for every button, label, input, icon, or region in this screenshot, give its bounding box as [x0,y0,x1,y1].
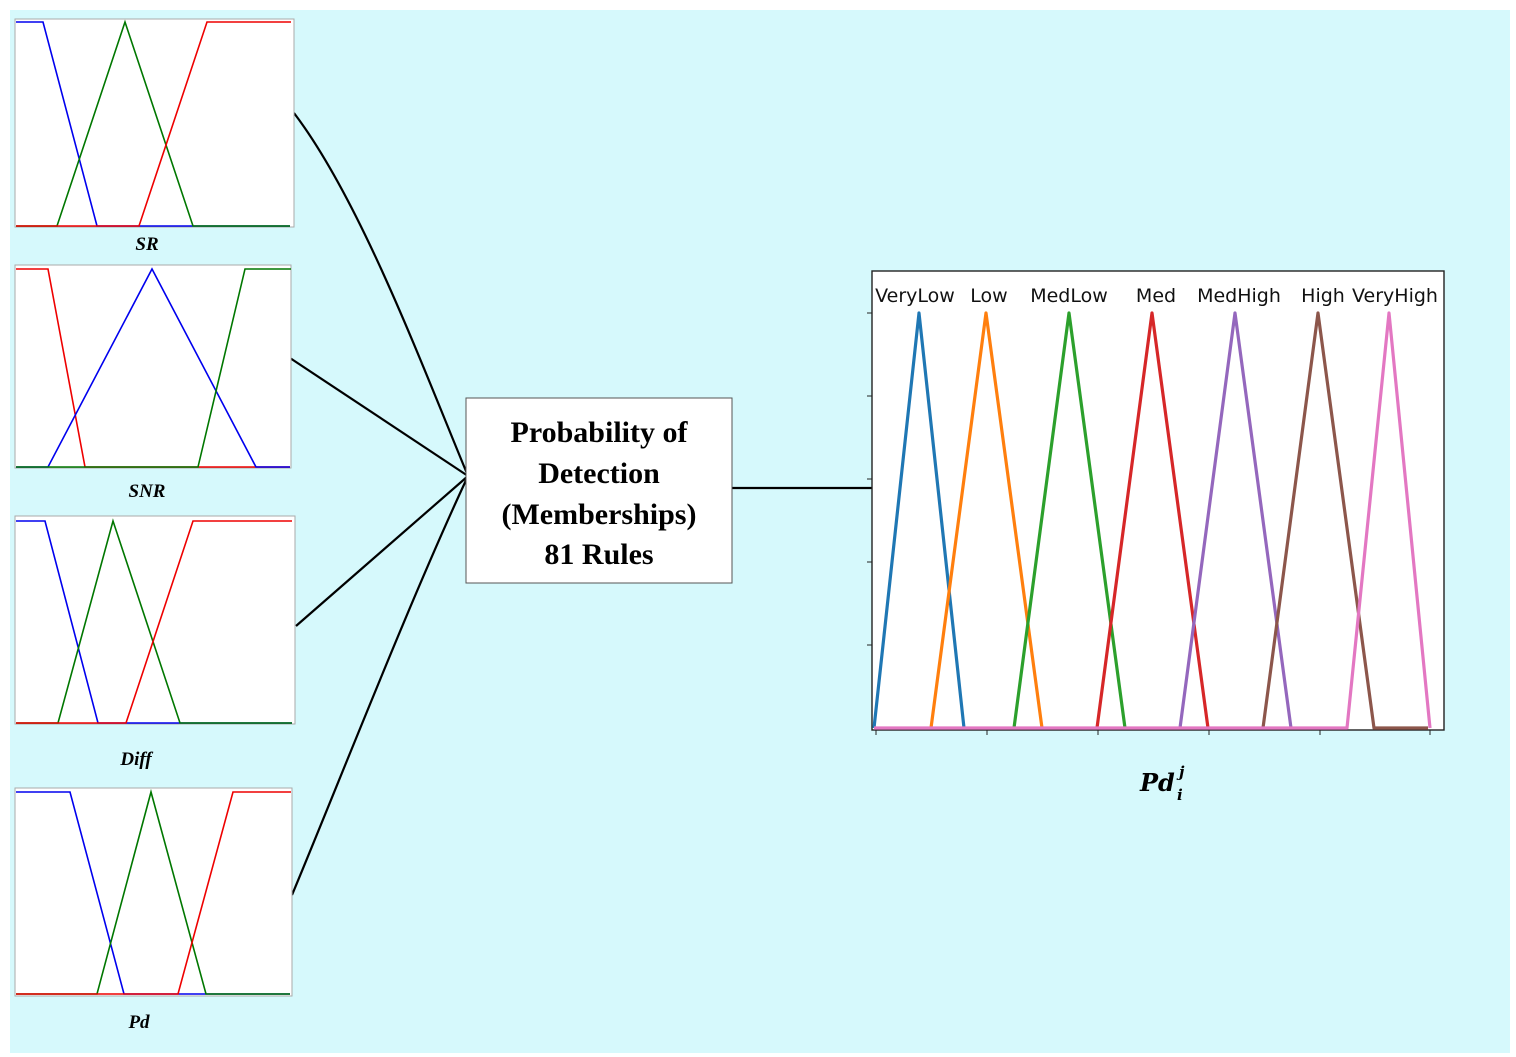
mf-high-curve [16,21,291,227]
term-label-medhigh: MedHigh [1197,285,1281,307]
output-panel: VeryLow Low MedLow Med MedHigh High Very… [867,270,1445,804]
input-label: Diff [119,749,153,770]
connector-snr [289,357,469,477]
box-line-1: Probability of [511,416,689,449]
output-mf-curves [872,311,1432,730]
panel-frame [14,515,296,725]
output-label-sub: i [1177,786,1183,804]
term-label-verylow: VeryLow [875,285,955,307]
mf-low-curve [929,311,1044,729]
term-label-veryhigh: VeryHigh [1352,285,1438,307]
inference-box-frame [465,397,733,584]
input-label: Pd [127,1012,150,1033]
input-label: SR [135,234,158,255]
inference-box: Probability of Detection (Memberships) 8… [465,397,733,584]
term-label-medlow: MedLow [1030,285,1108,307]
term-label-high: High [1301,285,1345,307]
mf-medlow-curve [1012,311,1127,729]
mf-veryhigh-curve [874,311,1432,730]
connector-lines [289,112,877,896]
input-panel-sr: SR [14,18,295,255]
mf-med-curve [1095,311,1210,729]
output-label-main: Pd [1139,768,1175,797]
term-label-low: Low [970,285,1007,307]
mf-high-curve [16,520,292,724]
panel-frame [14,18,295,228]
term-label-med: Med [1136,285,1176,307]
box-line-4: 81 Rules [544,538,653,571]
panel-frame [14,264,292,469]
mf-curves [16,788,291,995]
output-ticks [867,312,1431,735]
connector-sr [293,112,470,477]
box-line-3: (Memberships) [502,498,697,531]
mf-high-curve [16,268,291,468]
input-label: SNR [129,481,166,502]
output-label: Pd [1139,768,1175,797]
mf-curves [16,518,292,724]
mf-curves [16,267,291,468]
mf-high-curve [1261,311,1428,730]
box-line-2: Detection [538,457,660,490]
mf-medhigh-curve [1178,311,1293,729]
connector-pd [290,475,469,896]
connector-diff [295,475,469,627]
mf-curves [16,19,291,227]
input-panel-diff: Diff [14,515,296,770]
input-panel-pd: Pd [14,787,293,1033]
panel-frame [14,787,293,997]
output-label-sup: j [1176,763,1185,781]
mf-high-curve [16,791,291,995]
input-panel-snr: SNR [14,264,292,502]
